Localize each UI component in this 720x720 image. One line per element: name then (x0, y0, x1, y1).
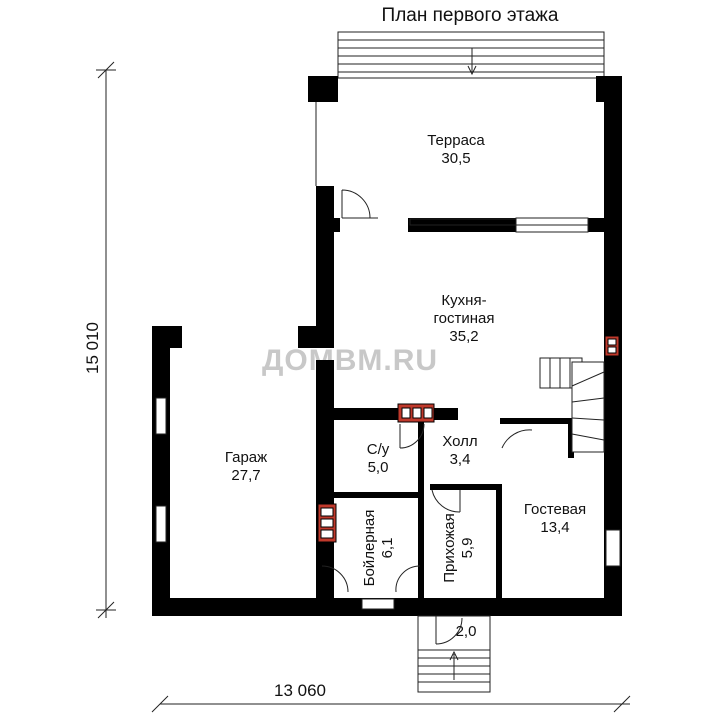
room-name: Гостевая (524, 501, 586, 518)
room-name: С/у (367, 441, 390, 458)
room-area: 5,0 (368, 459, 389, 476)
staircase (539, 357, 605, 453)
terrace-steps (337, 31, 605, 79)
room-hall: Холл 3,4 (442, 433, 477, 468)
room-area: 35,2 (449, 328, 478, 345)
room-name-line2: гостиная (434, 310, 495, 327)
room-wc: С/у 5,0 (367, 441, 390, 476)
width-dimension: 13 060 (274, 681, 326, 700)
height-dimension: 15 010 (83, 322, 102, 374)
doors (321, 189, 533, 645)
room-area: 27,7 (231, 467, 260, 484)
room-name-line1: Кухня- (441, 292, 486, 309)
room-area: 5,9 (459, 538, 476, 559)
room-boiler: Бойлерная 6,1 (361, 510, 396, 587)
room-terrace: Терраса 30,5 (427, 132, 485, 167)
porch-steps (417, 615, 491, 693)
brick-elements (317, 335, 620, 543)
plan-title: План первого этажа (382, 5, 559, 26)
room-area: 13,4 (540, 519, 569, 536)
room-area: 3,4 (450, 451, 471, 468)
room-name: Гараж (225, 449, 267, 466)
room-area: 30,5 (441, 150, 470, 167)
room-entry: Прихожая 5,9 (441, 513, 476, 583)
watermark: ДОМВМ.RU (262, 344, 438, 377)
room-garage: Гараж 27,7 (225, 449, 267, 484)
room-name: Холл (442, 433, 477, 450)
room-kitchen: Кухня- гостиная 35,2 (434, 292, 495, 345)
dimension-lines (96, 61, 631, 713)
room-name: Бойлерная (361, 510, 378, 587)
room-guest: Гостевая 13,4 (524, 501, 586, 536)
room-name: Терраса (427, 132, 485, 149)
porch-area: 2,0 (456, 623, 477, 640)
room-area: 6,1 (379, 538, 396, 559)
windows (155, 217, 621, 610)
room-name: Прихожая (441, 513, 458, 583)
